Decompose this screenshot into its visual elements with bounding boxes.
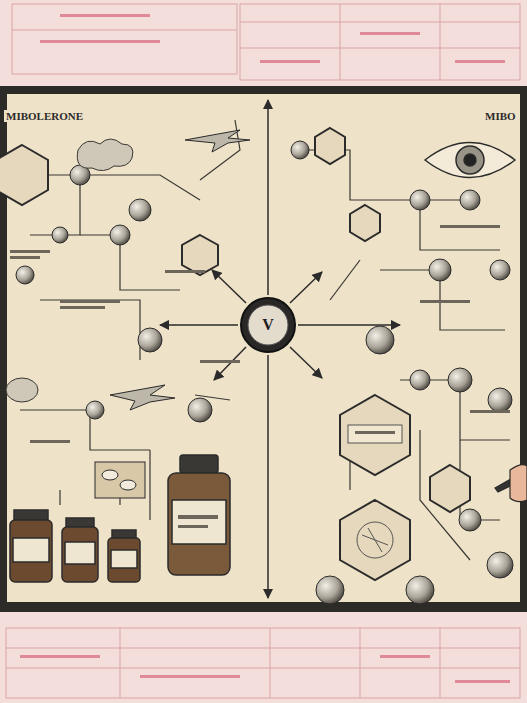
node-text: V bbox=[262, 316, 274, 334]
title-label: MIBOLERONE bbox=[4, 110, 85, 122]
side-label: MIBO bbox=[483, 110, 518, 122]
center-circle: V bbox=[240, 297, 296, 353]
